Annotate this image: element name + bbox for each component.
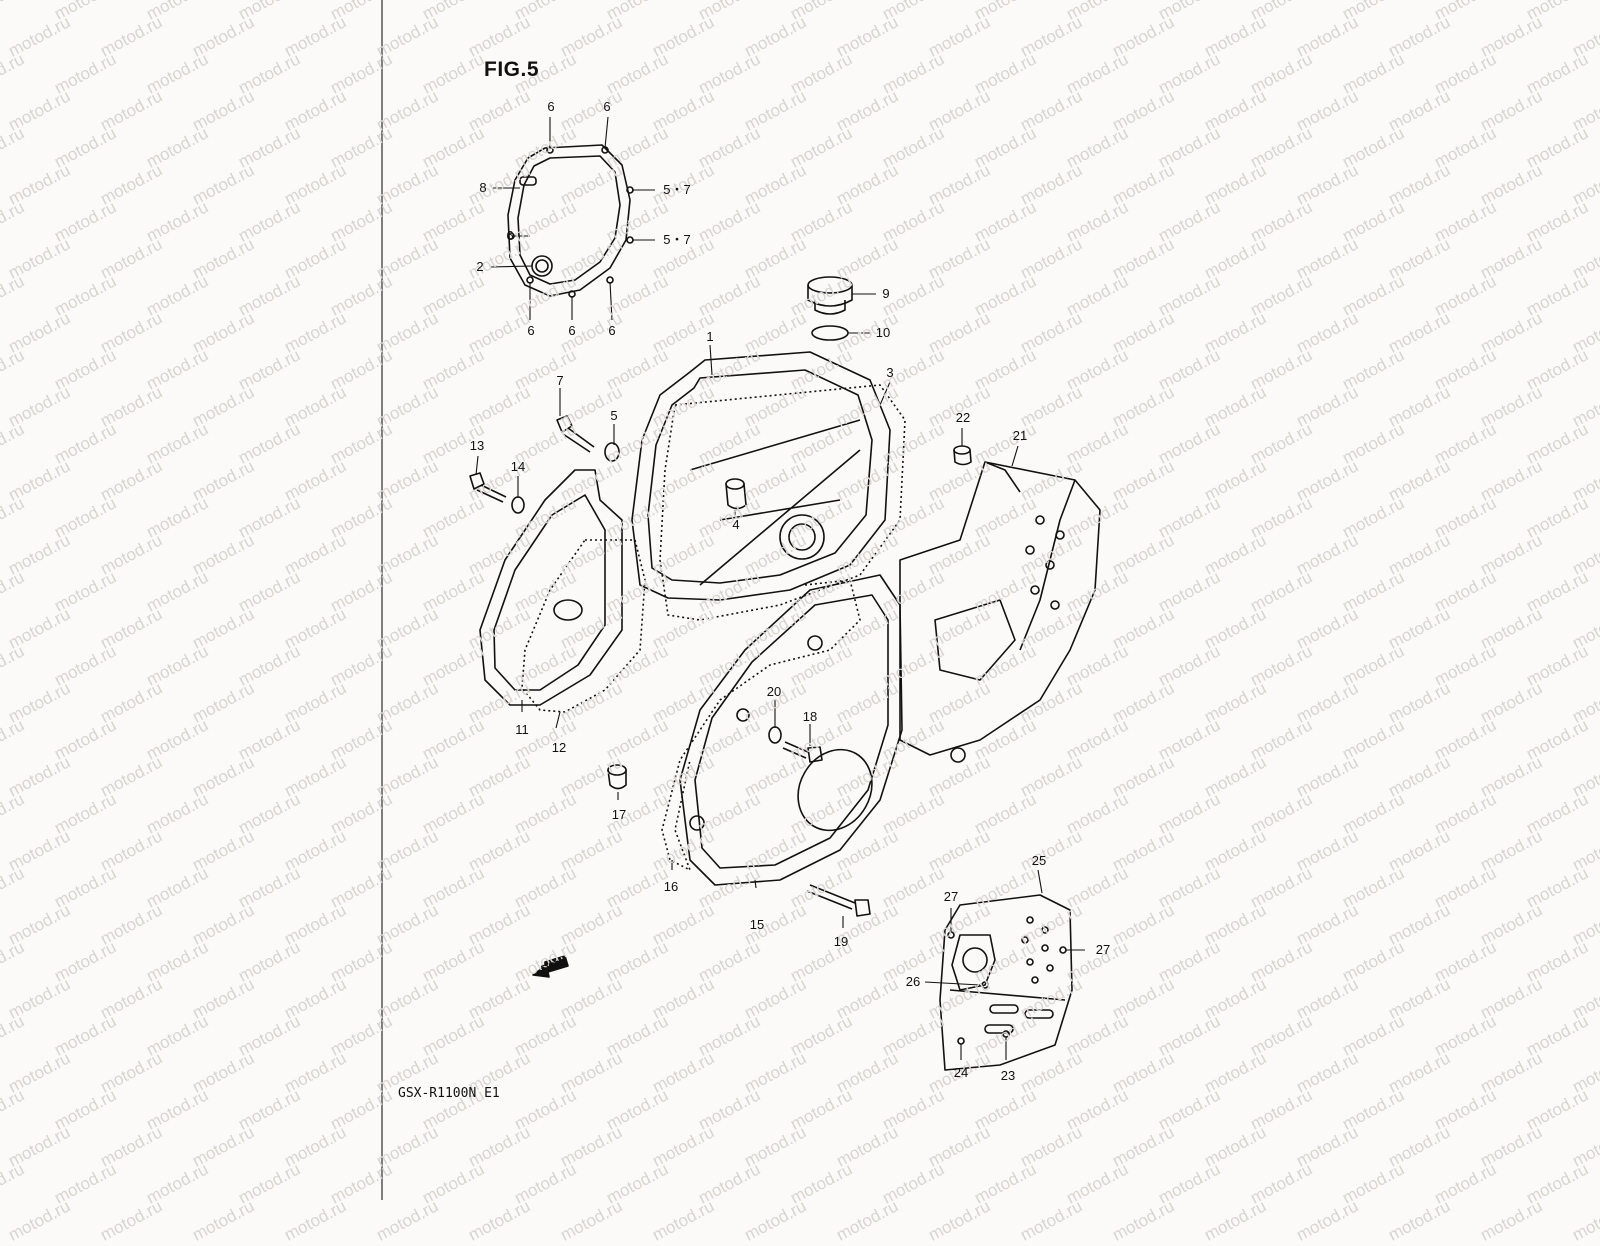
bolt-18-part xyxy=(782,741,823,763)
callout-6: 6 xyxy=(568,323,576,338)
callout-23: 23 xyxy=(1000,1068,1016,1083)
model-code-label: GSX-R1100N E1 xyxy=(398,1086,500,1101)
bolt-7-part xyxy=(556,415,595,453)
callout-22: 22 xyxy=(955,410,971,425)
o-ring-part xyxy=(811,325,849,341)
bolt-holes xyxy=(507,146,634,298)
watermark-text: motod.ru xyxy=(1477,1196,1546,1245)
bolt-13-part xyxy=(469,472,507,503)
clutch-cover-part xyxy=(631,351,891,601)
callout-6: 6 xyxy=(506,228,514,243)
watermark-text: motod.ru xyxy=(97,1196,166,1245)
exploded-parts-diagram xyxy=(381,0,1101,1200)
vent-holes xyxy=(947,916,1067,1045)
callout-24: 24 xyxy=(953,1065,969,1080)
watermark-text: motod.ru xyxy=(833,1196,902,1245)
watermark-text: motod.ru xyxy=(1109,1196,1178,1245)
callout-15: 15 xyxy=(749,917,765,932)
watermark-text: motod.ru xyxy=(649,1196,718,1245)
callout-1: 1 xyxy=(706,329,714,344)
watermark-text: motod.ru xyxy=(281,1196,350,1245)
casting-holes xyxy=(950,515,1065,763)
callout-6: 6 xyxy=(608,323,616,338)
callout-6: 6 xyxy=(603,99,611,114)
callout-3: 3 xyxy=(886,365,894,380)
watermark-text: motod.ru xyxy=(557,1196,626,1245)
watermark-text: motod.ru xyxy=(925,1196,994,1245)
callout-13: 13 xyxy=(469,438,485,453)
generator-cover-part xyxy=(679,574,903,886)
callout-19: 19 xyxy=(833,934,849,949)
starter-clutch-cover-part xyxy=(479,469,623,706)
dowel-pin-22-part xyxy=(953,445,972,466)
callout-2: 2 xyxy=(476,259,484,274)
callout-17: 17 xyxy=(611,807,627,822)
callout-20: 20 xyxy=(766,684,782,699)
clutch-cover-gasket-part xyxy=(507,144,634,298)
watermark-text: motod.ru xyxy=(1017,1196,1086,1245)
watermark-text: motod.ru xyxy=(741,1196,810,1245)
callout-4: 4 xyxy=(732,517,740,532)
bolt-19-part xyxy=(806,884,871,917)
callout-6: 6 xyxy=(547,99,555,114)
callout-5-7: 5・7 xyxy=(663,232,691,247)
generator-cover-gasket-part xyxy=(661,579,861,871)
callout-7: 7 xyxy=(556,373,564,388)
washer-14-part xyxy=(511,496,525,514)
callout-25: 25 xyxy=(1031,853,1047,868)
watermark-text: motod.ru xyxy=(1293,1196,1362,1245)
callout-18: 18 xyxy=(802,709,818,724)
watermark-text: motod.ru xyxy=(465,1196,534,1245)
callout-16: 16 xyxy=(663,879,679,894)
figure-title: FIG.5 xyxy=(484,58,540,81)
washer-5-part xyxy=(604,442,620,462)
dowel-pin-part xyxy=(725,478,747,510)
callout-14: 14 xyxy=(510,459,526,474)
callout-27: 27 xyxy=(1095,942,1111,957)
watermark-text: motod.ru xyxy=(189,1196,258,1245)
starter-cover-gasket-part xyxy=(521,539,646,713)
oil-filler-cap-part xyxy=(807,276,853,315)
logo-emblem xyxy=(797,748,873,832)
dowel-pin-17-part xyxy=(607,764,627,790)
sprocket-cover-part xyxy=(939,894,1073,1071)
watermark-text: motod.ru xyxy=(1569,1196,1600,1245)
callout-12: 12 xyxy=(551,740,567,755)
leader-lines xyxy=(475,116,1085,1060)
callout-26: 26 xyxy=(905,974,921,989)
callout-21: 21 xyxy=(1012,428,1028,443)
callout-10: 10 xyxy=(875,325,891,340)
crankcase-section-part xyxy=(899,461,1101,763)
watermark-text: motod.ru xyxy=(5,1196,74,1245)
callout-6: 6 xyxy=(527,323,535,338)
callout-11: 11 xyxy=(515,722,529,737)
forward-direction-arrow xyxy=(532,955,569,978)
watermark-text: motod.ru xyxy=(373,1196,442,1245)
callout-5: 5 xyxy=(610,408,618,423)
callout-5-7: 5・7 xyxy=(663,182,691,197)
watermark-text: motod.ru xyxy=(1201,1196,1270,1245)
callout-27: 27 xyxy=(943,889,959,904)
callout-9: 9 xyxy=(882,286,890,301)
washer-20-part xyxy=(768,726,782,744)
callout-8: 8 xyxy=(479,180,487,195)
clutch-cover-gasket-large-part xyxy=(659,384,906,621)
watermark-text: motod.ru xyxy=(1385,1196,1454,1245)
